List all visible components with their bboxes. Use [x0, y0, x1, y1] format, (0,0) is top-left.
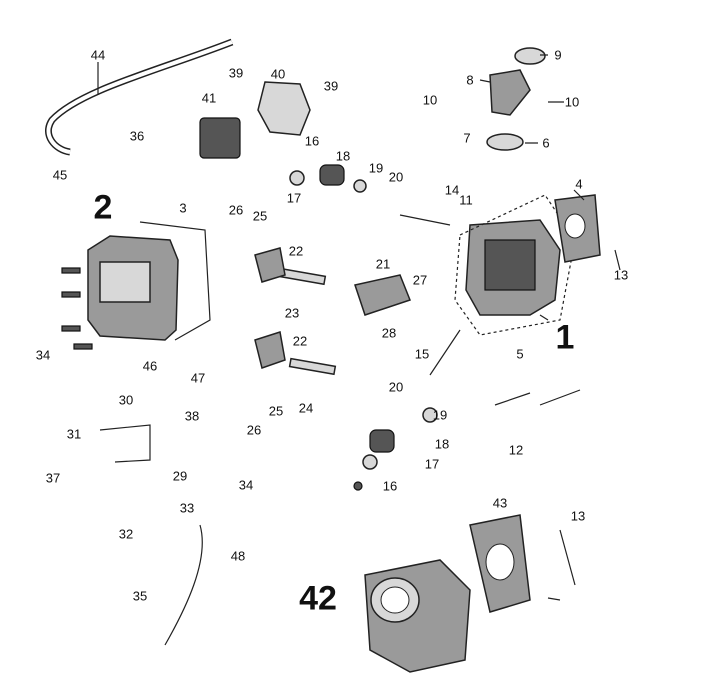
rocker-shaft [278, 267, 327, 286]
callout-label-45: 45 [52, 167, 68, 183]
callout-label-18: 18 [335, 148, 351, 164]
callout-label-32: 32 [118, 526, 134, 542]
callout-label-18: 18 [434, 436, 450, 452]
callout-label-15: 15 [414, 346, 430, 362]
callout-label-5: 5 [516, 346, 524, 362]
clamp [514, 47, 546, 65]
callout-label-20: 20 [388, 169, 404, 185]
callout-label-6: 6 [542, 135, 550, 151]
callout-label-26: 26 [228, 202, 244, 218]
callout-label-34: 34 [35, 347, 51, 363]
callout-label-39: 39 [323, 78, 339, 94]
callout-label-35: 35 [132, 588, 148, 604]
callout-label-22: 22 [292, 333, 308, 349]
callout-label-43: 43 [492, 495, 508, 511]
callout-label-29: 29 [172, 468, 188, 484]
filter-element [199, 117, 241, 159]
callout-label-17: 17 [424, 456, 440, 472]
valve-cover [87, 221, 211, 341]
callout-label-44: 44 [90, 47, 106, 63]
callout-label-30: 30 [118, 392, 134, 408]
callout-label-16: 16 [382, 478, 398, 494]
callout-label-37: 37 [45, 470, 61, 486]
callout-label-10: 10 [564, 94, 580, 110]
cover-plate [257, 81, 311, 136]
callout-label-13: 13 [570, 508, 586, 524]
rocker-arm [254, 247, 286, 283]
rocker-shaft [288, 357, 337, 376]
callout-label-46: 46 [142, 358, 158, 374]
callout-label-26: 26 [246, 422, 262, 438]
callout-label-4: 4 [575, 176, 583, 192]
callout-label-36: 36 [129, 128, 145, 144]
callout-label-28: 28 [381, 325, 397, 341]
callout-label-25: 25 [268, 403, 284, 419]
intake-gasket [486, 133, 524, 151]
valve-spring [319, 164, 345, 186]
callout-label-40: 40 [270, 66, 286, 82]
callout-label-2: 2 [93, 188, 113, 227]
callout-label-42: 42 [299, 579, 337, 618]
callout-label-8: 8 [466, 72, 474, 88]
cylinder-block [364, 559, 471, 673]
callout-label-7: 7 [463, 130, 471, 146]
callout-label-13: 13 [613, 267, 629, 283]
callout-label-41: 41 [201, 90, 217, 106]
callout-label-1: 1 [555, 318, 575, 357]
callout-label-25: 25 [252, 208, 268, 224]
callout-label-21: 21 [375, 256, 391, 272]
callout-label-12: 12 [508, 442, 524, 458]
callout-label-14: 14 [444, 182, 460, 198]
callout-label-27: 27 [412, 272, 428, 288]
callout-label-39: 39 [228, 65, 244, 81]
rocker-arm [254, 331, 286, 369]
callout-label-19: 19 [432, 407, 448, 423]
callout-label-33: 33 [179, 500, 195, 516]
callout-label-10: 10 [422, 92, 438, 108]
callout-label-47: 47 [190, 370, 206, 386]
callout-label-31: 31 [66, 426, 82, 442]
cover-bolts [61, 267, 93, 350]
callout-label-3: 3 [179, 200, 187, 216]
callout-label-9: 9 [554, 47, 562, 63]
callout-label-48: 48 [230, 548, 246, 564]
valve-spring [369, 429, 395, 453]
intake-pipe [489, 69, 531, 116]
callout-label-24: 24 [298, 400, 314, 416]
callout-label-11: 11 [459, 192, 473, 208]
callout-label-38: 38 [184, 408, 200, 424]
callout-label-20: 20 [388, 379, 404, 395]
callout-label-19: 19 [368, 160, 384, 176]
callout-label-22: 22 [288, 243, 304, 259]
callout-label-34: 34 [238, 477, 254, 493]
callout-label-23: 23 [284, 305, 300, 321]
cylinder-head [454, 194, 576, 336]
callout-label-16: 16 [304, 133, 320, 149]
callout-label-17: 17 [286, 190, 302, 206]
camshaft [354, 274, 411, 316]
